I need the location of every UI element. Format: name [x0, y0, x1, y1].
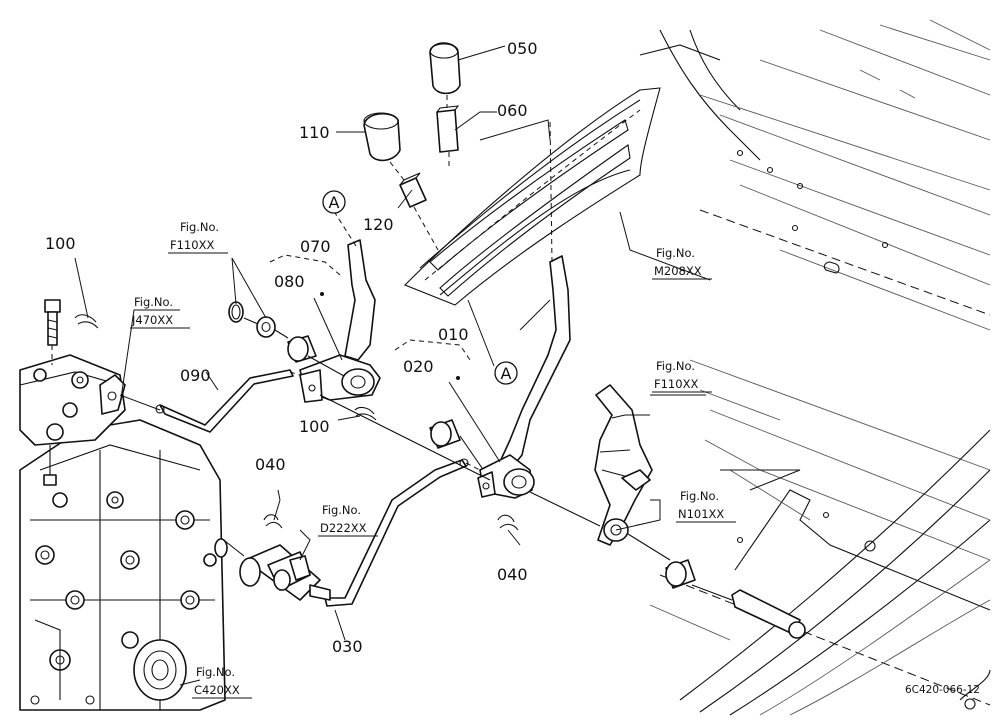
- leader-lines: [119, 45, 801, 686]
- pin-lower: [354, 406, 377, 421]
- svg-text:D222XX: D222XX: [320, 521, 367, 535]
- insert-120: [399, 172, 427, 208]
- figref-c420: Fig.No. C420XX: [192, 665, 252, 699]
- part-label-090: 090: [180, 366, 211, 385]
- rod-090: [119, 369, 311, 433]
- svg-text:F110XX: F110XX: [170, 238, 214, 252]
- valve-block: [19, 354, 126, 486]
- part-label-070: 070: [300, 237, 331, 256]
- part-label-080: 080: [274, 272, 305, 291]
- pin-upper: [74, 257, 99, 329]
- reference-marker-a-top: A: [322, 190, 346, 214]
- marker-a-bottom-label: A: [501, 364, 512, 383]
- marker-a-top-label: A: [329, 193, 340, 212]
- svg-text:Fig.No.: Fig.No.: [656, 359, 695, 373]
- knob-050: [429, 42, 461, 95]
- bushing-right: [665, 559, 696, 589]
- svg-text:J470XX: J470XX: [131, 313, 173, 327]
- svg-text:Fig.No.: Fig.No.: [322, 503, 361, 517]
- part-label-040-left: 040: [255, 455, 286, 474]
- transmission-housing: [19, 419, 226, 711]
- figref-j470: Fig.No. J470XX: [130, 295, 190, 329]
- svg-text:N101XX: N101XX: [678, 507, 724, 521]
- rod-030: [324, 458, 481, 607]
- svg-text:Fig.No.: Fig.No.: [180, 220, 219, 234]
- part-label-100-top: 100: [45, 234, 76, 253]
- cylinder-d222: [214, 538, 331, 601]
- figref-n101: Fig.No. N101XX: [676, 489, 736, 523]
- bushing-020: [429, 419, 461, 449]
- reference-marker-a-bottom: A: [494, 361, 518, 385]
- part-label-040-right: 040: [497, 565, 528, 584]
- drawing-number: 6C420-066-12: [905, 684, 980, 696]
- washer-and-ring: [228, 301, 276, 338]
- part-label-060: 060: [497, 101, 528, 120]
- figref-f110-right: Fig.No. F110XX: [652, 359, 712, 393]
- svg-text:Fig.No.: Fig.No.: [656, 246, 695, 260]
- figref-m208: Fig.No. M208XX: [652, 246, 712, 280]
- pin-040-left: [263, 514, 283, 529]
- svg-text:F110XX: F110XX: [654, 377, 698, 391]
- svg-text:Fig.No.: Fig.No.: [134, 295, 173, 309]
- pin-040-right: [497, 514, 519, 531]
- svg-text:Fig.No.: Fig.No.: [680, 489, 719, 503]
- shaft-right: [731, 589, 806, 639]
- part-label-100-lower: 100: [299, 417, 330, 436]
- lever-010: [477, 255, 571, 499]
- part-label-110: 110: [299, 123, 330, 142]
- part-label-020: 020: [403, 357, 434, 376]
- figref-d222: Fig.No. D222XX: [318, 503, 378, 537]
- insert-060: [436, 105, 460, 153]
- bushing-080: [287, 335, 317, 363]
- lever-070: [299, 239, 381, 403]
- svg-text:M208XX: M208XX: [654, 264, 702, 278]
- shift-bracket-right: [594, 384, 653, 546]
- knob-110: [363, 112, 401, 162]
- lever-guide-panel: [404, 87, 661, 306]
- part-label-120: 120: [363, 215, 394, 234]
- svg-text:Fig.No.: Fig.No.: [196, 665, 235, 679]
- svg-text:C420XX: C420XX: [194, 683, 240, 697]
- group-brackets: [269, 254, 471, 380]
- bolt-100: [44, 299, 61, 365]
- part-label-050: 050: [507, 39, 538, 58]
- part-label-010: 010: [438, 325, 469, 344]
- part-label-030: 030: [332, 637, 363, 656]
- figref-f110-top: Fig.No. F110XX: [168, 220, 228, 254]
